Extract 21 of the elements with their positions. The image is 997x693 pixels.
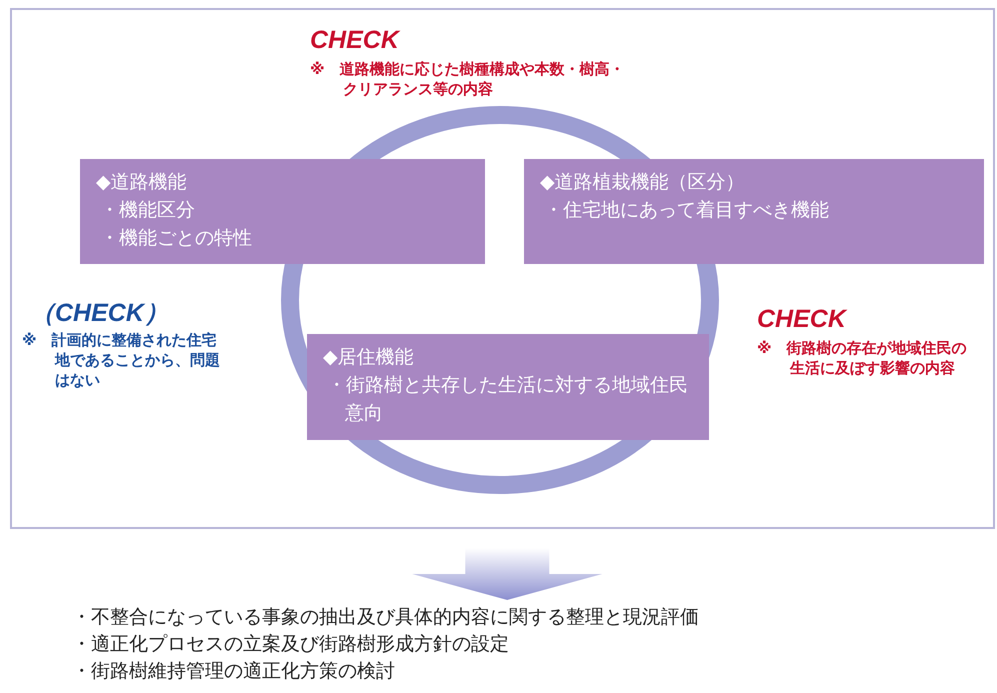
check-note: ※ 街路樹の存在が地域住民の生活に及ぼす影響の内容 (757, 339, 968, 379)
block-arrow (412, 548, 602, 600)
box-bullet: ・住宅地にあって着目すべき機能 (543, 198, 830, 223)
function-box (307, 334, 709, 440)
box-bullet: ・機能区分 (99, 199, 196, 223)
box-bullet: ・街路樹と共存した生活に対する地域住民意向 (326, 374, 689, 426)
check-heading: CHECK (757, 305, 846, 334)
frame-box (10, 8, 995, 529)
check-heading: CHECK (310, 26, 399, 55)
function-box (80, 159, 485, 264)
bullet-item: ・街路樹維持管理の適正化方策の検討 (72, 660, 396, 684)
check-note: ※ 計画的に整備された住宅地であることから、問題はない (22, 331, 221, 391)
function-box (524, 159, 984, 264)
box-heading: ◆道路植栽機能（区分） (540, 171, 746, 195)
bullet-item: ・不整合になっている事象の抽出及び具体的内容に関する整理と現況評価 (72, 606, 700, 630)
box-heading: ◆居住機能 (323, 346, 415, 370)
box-bullet: ・機能ごとの特性 (99, 227, 253, 251)
check-heading: （CHECK） (30, 298, 169, 329)
check-note: ※ 道路機能に応じた樹種構成や本数・樹高・クリアランス等の内容 (310, 60, 626, 100)
box-heading: ◆道路機能 (96, 171, 188, 195)
bullet-item: ・適正化プロセスの立案及び街路樹形成方針の設定 (72, 632, 510, 657)
